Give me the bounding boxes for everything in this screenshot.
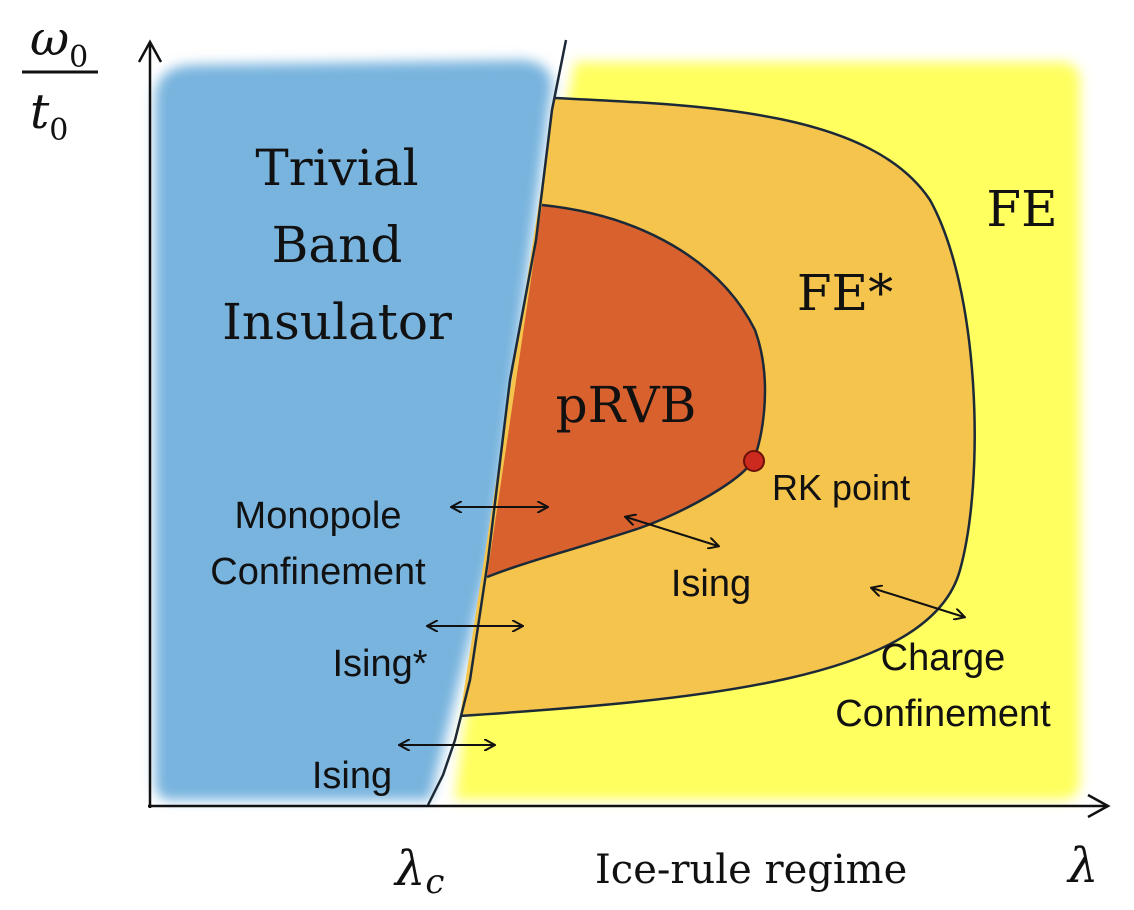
ising-star-label: Ising* xyxy=(332,643,427,685)
monopole-label-line1: Monopole xyxy=(235,495,402,537)
trivial-label-line1: Trivial xyxy=(255,139,418,197)
ising-inner-label: Ising xyxy=(671,563,751,605)
x-critical-label: λc xyxy=(393,841,444,902)
rk-point-marker xyxy=(743,450,765,472)
charge-label-line1: Charge xyxy=(881,637,1006,679)
y-label-denominator: t0 xyxy=(30,84,68,148)
x-axis-label: λ xyxy=(1066,838,1098,894)
monopole-label-line2: Confinement xyxy=(210,551,426,593)
y-label-numerator: ω0 xyxy=(30,11,88,75)
critical-boundary xyxy=(426,39,568,806)
x-regime-label: Ice-rule regime xyxy=(595,847,907,893)
trivial-region xyxy=(155,60,552,800)
trivial-label-line3: Insulator xyxy=(222,293,452,351)
fe-label: FE xyxy=(986,180,1057,238)
charge-arrow xyxy=(872,588,964,617)
charge-label-line2: Confinement xyxy=(835,693,1051,735)
rk-point-label: RK point xyxy=(772,467,910,508)
prvb-region xyxy=(487,205,765,577)
ising-bottom-label: Ising xyxy=(312,755,392,797)
prvb-label: pRVB xyxy=(556,376,697,434)
ising-inner-arrow xyxy=(626,517,718,546)
trivial-label-line2: Band xyxy=(272,216,403,274)
fe-star-boundary xyxy=(459,96,976,718)
fe-star-label: FE* xyxy=(797,264,893,322)
